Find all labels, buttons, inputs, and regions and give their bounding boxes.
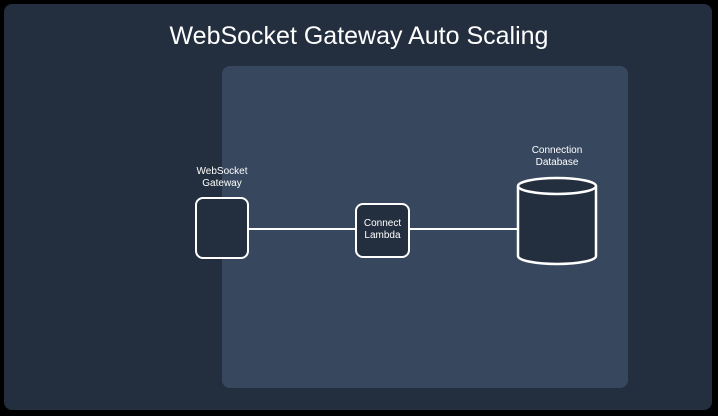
gateway-label: WebSocket Gateway [196, 166, 248, 189]
lambda-label: Connect Lambda [363, 218, 402, 241]
diagram-title: WebSocket Gateway Auto Scaling [169, 22, 549, 50]
lambda-function-icon [355, 203, 410, 258]
database-cylinder-icon [516, 176, 598, 266]
websocket-gateway-icon [195, 197, 249, 259]
database-label: Connection Database [531, 145, 583, 168]
